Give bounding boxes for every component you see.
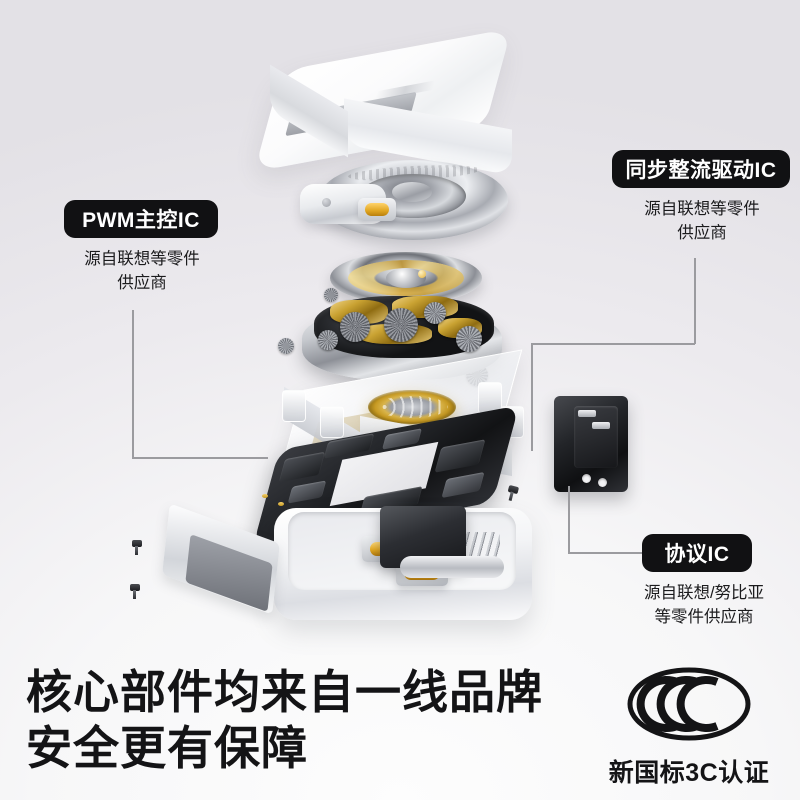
callout-caption-pwm: 源自联想等零件 供应商 (84, 250, 200, 292)
callout-badge-protocol[interactable]: 协议IC (642, 534, 752, 572)
certification-block: 新国标3C认证 (596, 666, 782, 789)
leader-line-sync-horizontal (531, 343, 695, 345)
metal-disc-with-usb-c-connector (300, 160, 512, 256)
gear-movement-cluster (288, 290, 520, 386)
movement-gear (384, 308, 418, 342)
disc-hub (392, 182, 432, 202)
leader-line-pwm-horizontal (132, 457, 268, 459)
small-gear-part (324, 288, 338, 302)
leader-line-pwm-vertical (132, 310, 134, 458)
callout-caption-protocol: 源自联想/努比亚 等零件供应商 (643, 584, 765, 626)
screw (132, 540, 142, 555)
bottom-shell-assembly (130, 484, 550, 648)
leader-line-protocol-vertical (568, 486, 570, 553)
movement-gear (340, 312, 370, 342)
movement-gear (424, 302, 446, 324)
movement-gear (318, 330, 338, 350)
leader-line-sync-vertical-2 (531, 343, 533, 451)
coil-contacts (376, 396, 448, 418)
module-screw-hole (598, 478, 607, 487)
black-connector-module (548, 388, 640, 504)
leader-line-protocol-horizontal (568, 552, 642, 554)
movement-gear (456, 326, 482, 352)
tray-clip (478, 382, 502, 414)
exploded-product-illustration (130, 28, 640, 648)
usb-c-connector-head (358, 198, 396, 221)
certification-caption: 新国标3C认证 (608, 759, 770, 787)
connector-tab-dot (322, 198, 331, 207)
tray-clip (320, 406, 344, 438)
battery-cell (400, 556, 504, 578)
solder-bead (262, 494, 268, 498)
solder-bead (278, 502, 284, 506)
ccc-mark-icon (627, 667, 751, 741)
tray-clip (282, 390, 306, 422)
callout-caption-sync-rectifier: 源自联想等零件 供应商 (644, 200, 760, 242)
callout-badge-sync-rectifier[interactable]: 同步整流驱动IC (612, 150, 790, 188)
module-pin (578, 410, 596, 417)
rotor-hub (386, 268, 426, 288)
headline: 核心部件均来自一线品牌 安全更有保障 (26, 666, 543, 775)
rotor-jewel (418, 270, 426, 278)
leader-line-sync-vertical (694, 258, 696, 344)
screw (130, 584, 140, 599)
module-pin (592, 422, 610, 429)
top-white-shell (254, 28, 532, 176)
rotor-plate (330, 252, 482, 310)
module-screw-hole (582, 474, 591, 483)
small-gear-part (278, 338, 294, 354)
callout-badge-pwm[interactable]: PWM主控IC (64, 200, 218, 238)
